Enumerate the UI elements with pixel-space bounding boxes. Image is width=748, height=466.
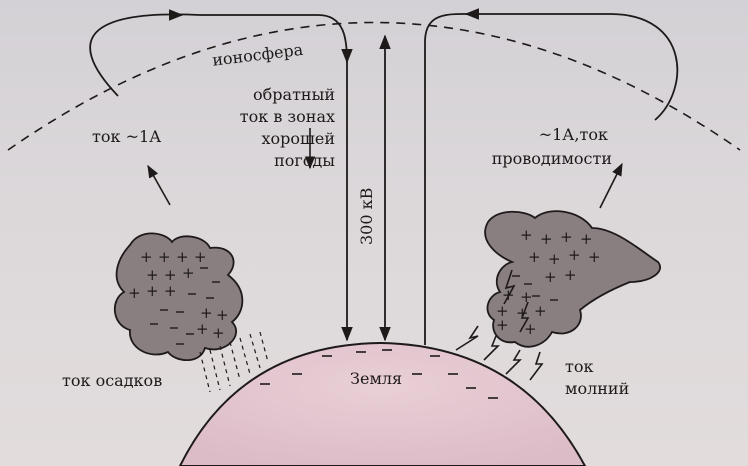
right-current-line2: проводимости <box>492 149 612 168</box>
left-current-label: ток ~1А <box>92 127 161 146</box>
return-current-line1: обратный <box>253 85 335 104</box>
svg-text:+: + <box>564 266 577 284</box>
return-current-label: обратный ток в зонах хорошей погоды <box>240 85 336 170</box>
svg-text:+: + <box>534 302 547 320</box>
svg-text:+: + <box>194 248 207 266</box>
right-up-arrow <box>600 164 622 208</box>
lightning-current-label: ток молний <box>565 357 629 398</box>
right-current-label: ~1А,ток проводимости <box>492 125 612 168</box>
svg-text:+: + <box>496 316 509 334</box>
return-current-line4: погоды <box>274 151 335 170</box>
return-current-line3: хорошей <box>261 129 335 148</box>
svg-text:+: + <box>588 248 601 266</box>
lightning-current-line2: молний <box>565 379 629 398</box>
svg-text:+: + <box>568 246 581 264</box>
svg-text:+: + <box>544 268 557 286</box>
lightning-current-line1: ток <box>565 357 593 376</box>
earth-label: Земля <box>350 369 402 388</box>
svg-text:+: + <box>212 324 225 342</box>
svg-text:+: + <box>580 230 593 248</box>
svg-text:+: + <box>540 230 553 248</box>
svg-text:+: + <box>140 248 153 266</box>
svg-text:+: + <box>146 282 159 300</box>
svg-text:+: + <box>182 264 195 282</box>
return-current-line2: ток в зонах <box>240 107 335 126</box>
svg-text:+: + <box>548 250 561 268</box>
svg-text:+: + <box>528 248 541 266</box>
right-thundercloud: ++++ ++++ ++ ++ +++ ++ <box>456 211 660 380</box>
voltage-label: 300 кВ <box>357 188 376 245</box>
svg-text:+: + <box>164 282 177 300</box>
right-current-line1: ~1А,ток <box>539 125 608 144</box>
left-up-arrow <box>148 166 170 205</box>
precipitation-current-label: ток осадков <box>62 371 162 390</box>
svg-text:+: + <box>158 248 171 266</box>
svg-text:+: + <box>520 226 533 244</box>
earth-body <box>180 343 585 466</box>
svg-text:+: + <box>196 320 209 338</box>
svg-text:+: + <box>216 306 229 324</box>
left-thundercloud: ++++ +++ +++ ++ ++ <box>115 233 268 392</box>
svg-text:+: + <box>128 284 141 302</box>
svg-text:+: + <box>560 228 573 246</box>
